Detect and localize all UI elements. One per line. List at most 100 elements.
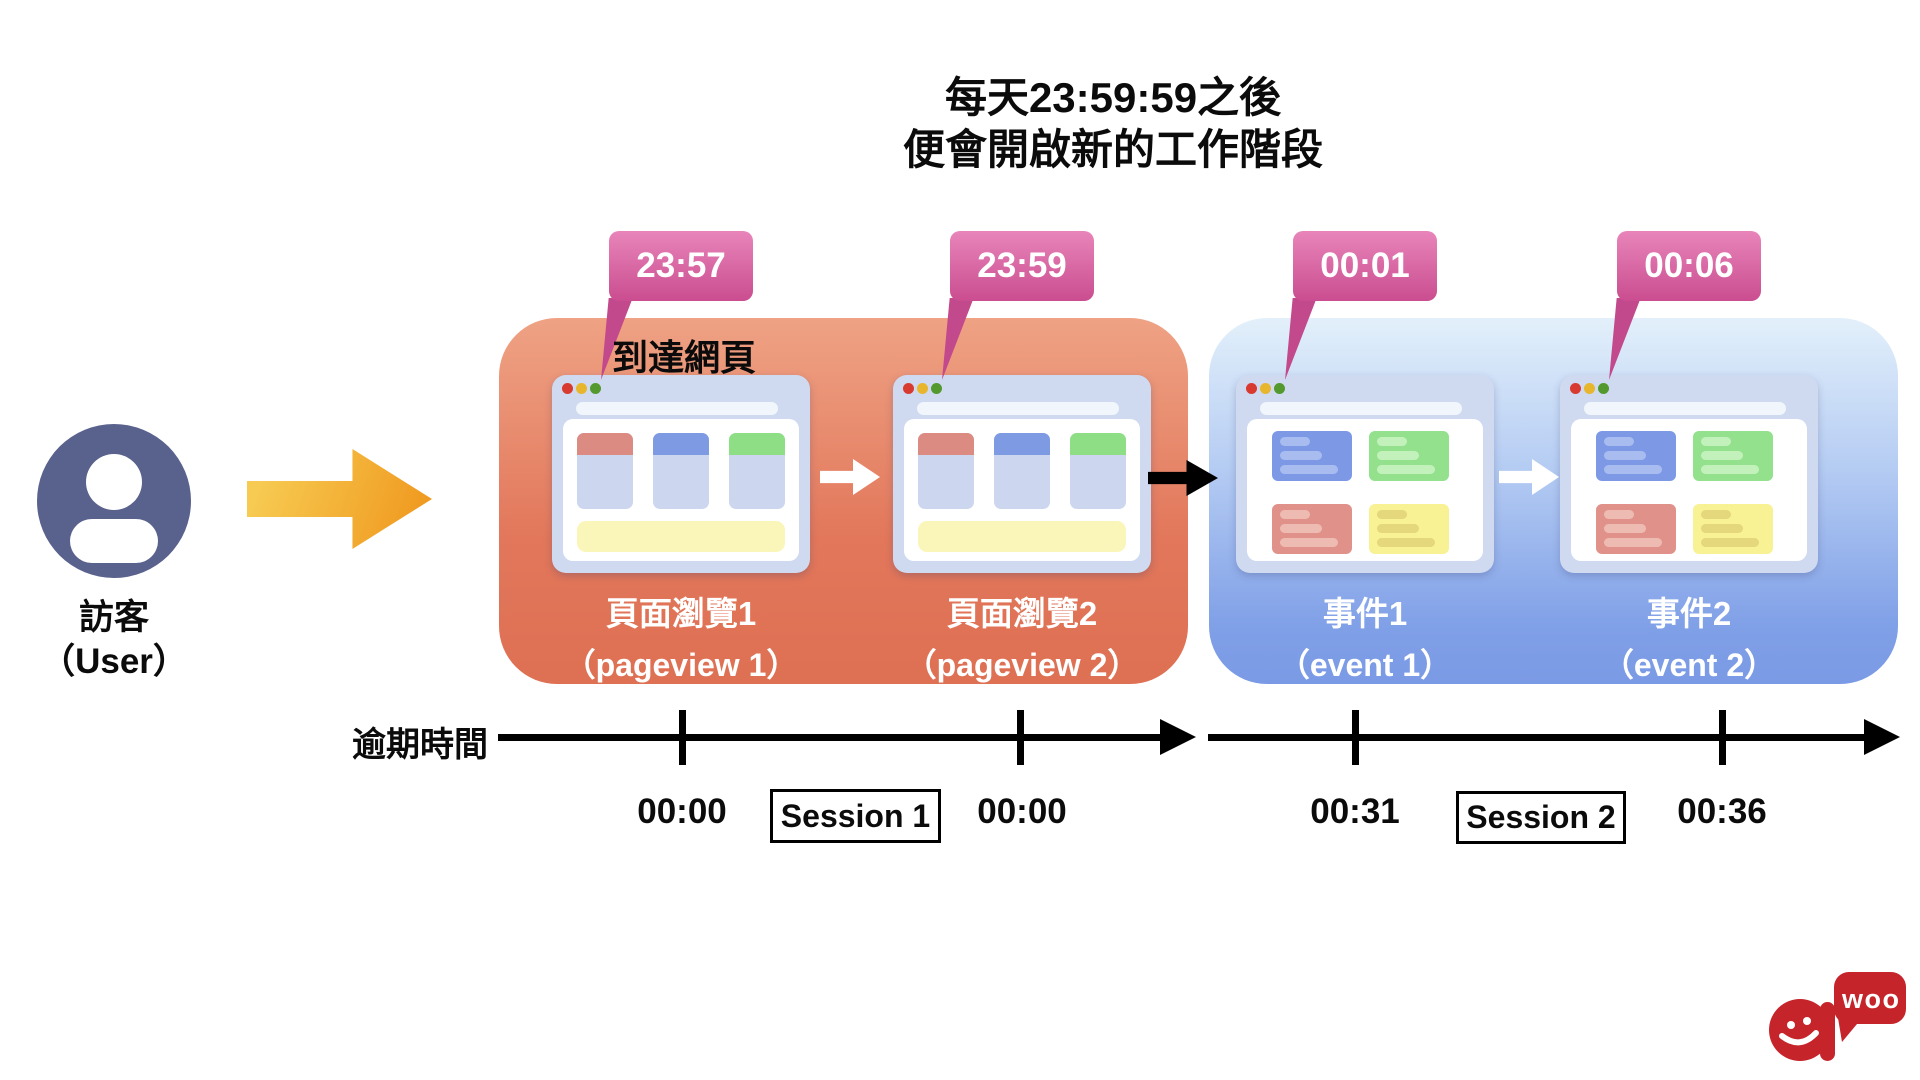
time-bubble-2-text: 23:59	[977, 246, 1067, 285]
card-header	[577, 433, 633, 455]
content-card	[729, 433, 785, 509]
content-banner	[577, 521, 785, 552]
text-line	[1280, 524, 1322, 533]
text-line	[1604, 538, 1662, 547]
timeline-tick	[1719, 710, 1726, 765]
event-2-label-en: （event 2）	[1601, 647, 1777, 683]
timeline-line-2	[1208, 734, 1864, 741]
user-label-zh: 訪客	[78, 598, 149, 637]
traffic-light-red-icon	[1570, 383, 1581, 394]
traffic-light-yellow-icon	[1260, 383, 1271, 394]
time-bubble-1: 23:57	[609, 231, 753, 301]
card-header	[729, 433, 785, 455]
content-card	[653, 433, 709, 509]
text-line	[1604, 465, 1662, 474]
timeline-time-2: 00:00	[977, 792, 1067, 831]
time-bubble-3: 00:01	[1293, 231, 1437, 301]
traffic-light-green-icon	[931, 383, 942, 394]
text-line	[1604, 524, 1646, 533]
traffic-light-red-icon	[903, 383, 914, 394]
session-1-tag: Session 1	[770, 789, 941, 843]
pageview-2-label-zh: 頁面瀏覽2	[946, 595, 1098, 632]
user-label: 訪客 （User）	[14, 596, 214, 684]
text-line	[1280, 437, 1311, 446]
text-line	[1377, 465, 1435, 474]
traffic-light-yellow-icon	[576, 383, 587, 394]
text-line	[1377, 538, 1435, 547]
text-line	[1701, 437, 1732, 446]
awoo-logo: woo	[1769, 972, 1906, 1061]
timeline-tick	[679, 710, 686, 765]
url-bar	[1260, 402, 1462, 415]
traffic-light-green-icon	[590, 383, 601, 394]
event-block	[1693, 431, 1773, 481]
browser-window-pageview-1	[552, 375, 810, 573]
text-line	[1377, 451, 1419, 460]
event-block	[1272, 504, 1352, 554]
text-line	[1280, 510, 1311, 519]
time-bubble-3-text: 00:01	[1320, 246, 1410, 285]
text-line	[1701, 510, 1732, 519]
page-content	[1247, 419, 1483, 561]
timeline-tick	[1352, 710, 1359, 765]
browser-window-event-1	[1236, 375, 1494, 573]
timeline-time-3: 00:31	[1310, 792, 1400, 831]
awoo-logo-bubble: woo	[1834, 972, 1906, 1042]
page-content	[1571, 419, 1807, 561]
content-card	[577, 433, 633, 509]
traffic-light-yellow-icon	[917, 383, 928, 394]
event-block	[1369, 504, 1449, 554]
text-line	[1280, 538, 1338, 547]
pageview-1-unit: 頁面瀏覽1 （pageview 1）	[552, 375, 810, 686]
event-1-unit: 事件1 （event 1）	[1236, 375, 1494, 686]
text-line	[1377, 524, 1419, 533]
page-content	[904, 419, 1140, 561]
traffic-light-yellow-icon	[1584, 383, 1595, 394]
traffic-light-green-icon	[1274, 383, 1285, 394]
arrival-page-label: 到達網頁	[612, 337, 757, 378]
awoo-logo-a	[1769, 999, 1835, 1061]
user-body-shape	[70, 519, 158, 563]
text-line	[1377, 437, 1408, 446]
text-line	[1701, 538, 1759, 547]
user-icon	[37, 424, 191, 578]
time-bubble-4-text: 00:06	[1644, 246, 1734, 285]
browser-window-event-2	[1560, 375, 1818, 573]
content-banner	[918, 521, 1126, 552]
time-bubble-2: 23:59	[950, 231, 1094, 301]
event-block	[1596, 431, 1676, 481]
time-bubble-4: 00:06	[1617, 231, 1761, 301]
card-header	[1070, 433, 1126, 455]
text-line	[1701, 524, 1743, 533]
url-bar	[1584, 402, 1786, 415]
session-2-tag: Session 2	[1456, 791, 1626, 844]
event-block	[1693, 504, 1773, 554]
event-block	[1369, 431, 1449, 481]
card-header	[994, 433, 1050, 455]
traffic-light-green-icon	[1598, 383, 1609, 394]
title-line-1: 每天23:59:59之後	[944, 74, 1282, 121]
event-2-label-zh: 事件2	[1646, 595, 1732, 632]
content-card	[918, 433, 974, 509]
browser-window-pageview-2	[893, 375, 1151, 573]
user-label-en: （User）	[40, 642, 188, 681]
timeline-line-1	[498, 734, 1160, 741]
page-title: 每天23:59:59之後 便會開啟新的工作階段	[763, 72, 1463, 176]
timeline-time-1: 00:00	[637, 792, 727, 831]
pageview-2-label-en: （pageview 2）	[904, 647, 1140, 683]
traffic-light-red-icon	[562, 383, 573, 394]
timeline-tick	[1017, 710, 1024, 765]
event-block	[1272, 431, 1352, 481]
page-content	[563, 419, 799, 561]
pageview-1-label-zh: 頁面瀏覽1	[605, 595, 757, 632]
text-line	[1701, 465, 1759, 474]
time-bubble-1-text: 23:57	[636, 246, 726, 285]
event-2-unit: 事件2 （event 2）	[1560, 375, 1818, 686]
timeline-time-4: 00:36	[1677, 792, 1767, 831]
traffic-light-red-icon	[1246, 383, 1257, 394]
text-line	[1701, 451, 1743, 460]
timeline-arrowhead-icon	[1160, 719, 1196, 755]
event-1-label-zh: 事件1	[1322, 595, 1408, 632]
content-card	[994, 433, 1050, 509]
